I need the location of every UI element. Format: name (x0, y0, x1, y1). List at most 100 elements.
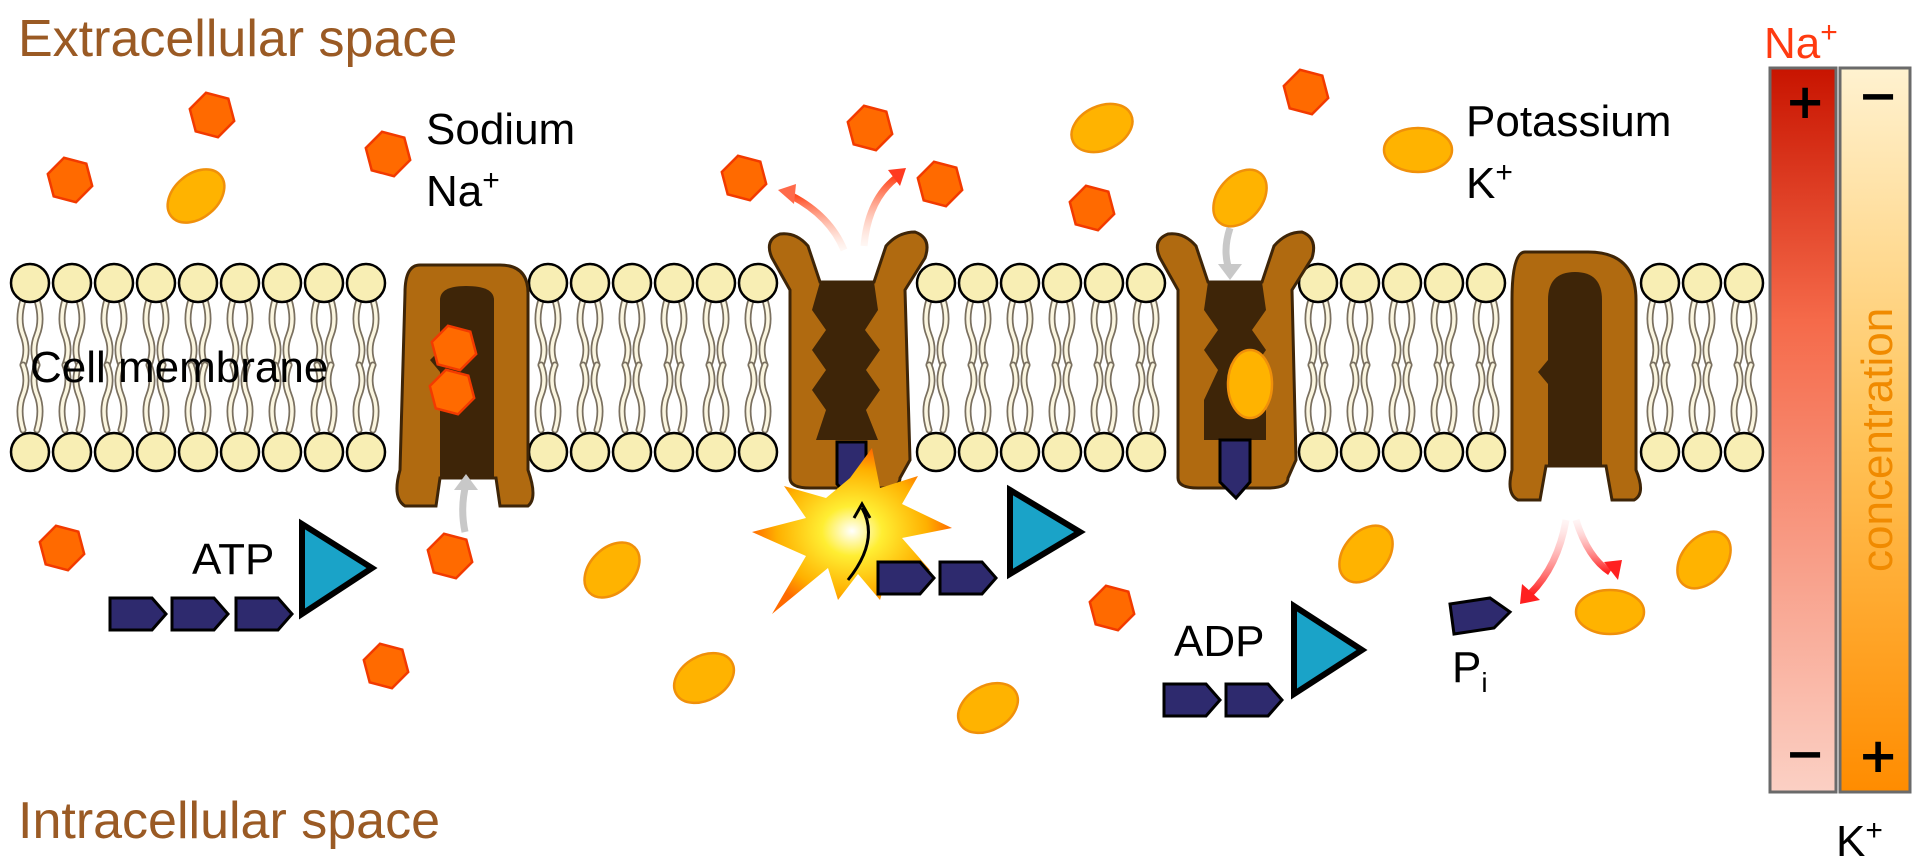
lipid-tail-fill (1474, 363, 1498, 432)
lipid-head (177, 262, 219, 304)
sodium-name: Sodium (426, 105, 575, 154)
lipid-head (1297, 431, 1339, 473)
lipid-tail-fill (354, 363, 378, 432)
potassium-gradient-bar (1838, 66, 1912, 794)
lipid-tail-fill (102, 298, 126, 367)
lipid-head (93, 262, 135, 304)
lipid-tail-fill (144, 298, 168, 367)
concentration-gradient: Na+ + − − + concentration K+ (1764, 16, 1912, 862)
lipid-head (1681, 262, 1723, 304)
lipid-tail-fill (1050, 363, 1074, 432)
sodium-ion (38, 524, 86, 572)
lipid-head (695, 262, 737, 304)
lipid-tail-fill (186, 298, 210, 367)
lipid-head (345, 262, 387, 304)
lipid-head (1639, 262, 1681, 304)
lipid-head (527, 262, 569, 304)
lipid-tail-fill (1432, 298, 1456, 367)
potassium-ion (1226, 348, 1274, 420)
sodium-ion (720, 154, 768, 202)
potassium-ion (1338, 524, 1394, 584)
lipid-tail-fill (1390, 363, 1414, 432)
sodium-ion (430, 324, 478, 372)
lipid-head (1465, 262, 1507, 304)
adp-molecule-transient (876, 484, 1086, 596)
sodium-ion (362, 642, 410, 690)
lipid-tail-fill (270, 298, 294, 367)
hydrolysis-burst-icon (752, 448, 952, 614)
lipid-tail-fill (620, 363, 644, 432)
lipid-head (999, 262, 1041, 304)
lipid-head (9, 262, 51, 304)
concentration-label: concentration (1853, 308, 1902, 572)
lipid-tail-fill (578, 363, 602, 432)
sodium-ion (916, 160, 964, 208)
lipid-head (999, 431, 1041, 473)
lipid-head (93, 431, 135, 473)
potassium-ion (956, 681, 1020, 735)
pump-outward-open (767, 230, 929, 490)
sodium-ion (426, 532, 474, 580)
lipid-head (219, 262, 261, 304)
lipid-tail-fill (924, 298, 948, 367)
lipid-head (737, 262, 779, 304)
lipid-head (1339, 431, 1381, 473)
lipid-tail-fill (1390, 298, 1414, 367)
inorganic-phosphate: Pi (1448, 596, 1513, 698)
lipid-bilayer (9, 262, 1765, 473)
lipid-tail-fill (1092, 363, 1116, 432)
lipid-head (915, 262, 957, 304)
lipid-head (51, 431, 93, 473)
lipid-head (177, 431, 219, 473)
lipid-head (611, 262, 653, 304)
intracellular-label: Intracellular space (18, 792, 440, 850)
lipid-head (569, 431, 611, 473)
lipid-tail-fill (1648, 298, 1672, 367)
lipid-head (1381, 262, 1423, 304)
lipid-tail-fill (1732, 298, 1756, 367)
lipid-tail-fill (18, 298, 42, 367)
lipid-tail-fill (228, 298, 252, 367)
extracellular-label: Extracellular space (18, 10, 457, 68)
lipid-tail-fill (966, 298, 990, 367)
lipid-tail-fill (662, 363, 686, 432)
lipid-tail-fill (270, 363, 294, 432)
lipid-tail-fill (966, 363, 990, 432)
adp-label: ADP (1174, 617, 1264, 666)
lipid-head (737, 431, 779, 473)
potassium-ion (583, 541, 641, 599)
sodium-ion (364, 130, 412, 178)
lipid-tail-fill (1306, 363, 1330, 432)
lipid-tail-fill (18, 363, 42, 432)
lipid-tail-fill (60, 298, 84, 367)
sodium-symbol: Na+ (426, 164, 500, 216)
lipid-head (1381, 431, 1423, 473)
lipid-tail-fill (1648, 363, 1672, 432)
lipid-head (345, 431, 387, 473)
lipid-tail-fill (578, 298, 602, 367)
sodium-ion (188, 91, 236, 139)
na-top-sign: + (1785, 74, 1825, 130)
lipid-head (51, 262, 93, 304)
lipid-head (1125, 431, 1167, 473)
sodium-gradient-bar (1768, 66, 1838, 794)
lipid-tail-fill (746, 363, 770, 432)
lipid-tail-fill (746, 298, 770, 367)
hydrolysis-arrow-icon (846, 507, 870, 581)
lipid-head (653, 262, 695, 304)
lipid-head (1423, 431, 1465, 473)
lipid-head (303, 431, 345, 473)
potassium-ion (1676, 530, 1732, 590)
gradient-na-label: Na+ (1764, 16, 1838, 68)
lipid-tail-fill (1008, 298, 1032, 367)
lipid-head (1083, 262, 1125, 304)
potassium-name: Potassium (1466, 97, 1671, 146)
k-top-sign: − (1858, 68, 1898, 124)
lipid-head (1465, 431, 1507, 473)
adp-molecule: ADP (1162, 600, 1368, 718)
lipid-tail-fill (1690, 363, 1714, 432)
lipid-tail-fill (1306, 298, 1330, 367)
lipid-tail-fill (312, 298, 336, 367)
lipid-head (9, 431, 51, 473)
lipid-head (1083, 431, 1125, 473)
